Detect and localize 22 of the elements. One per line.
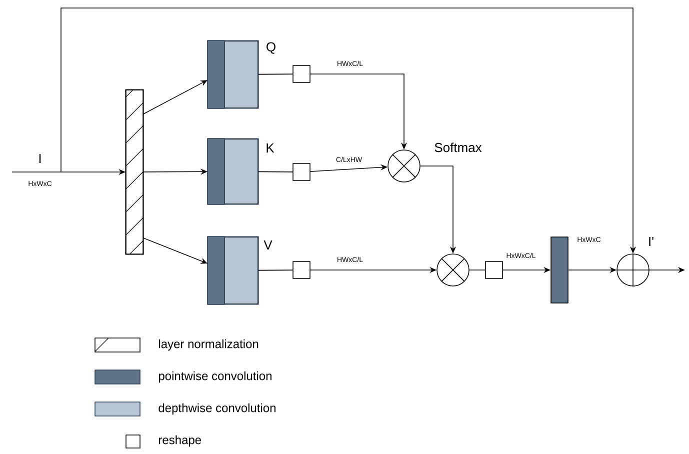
block-label: V bbox=[264, 240, 272, 250]
signal-label: I bbox=[39, 154, 41, 163]
conv-block bbox=[207, 138, 259, 205]
legend-label: depthwise convolution bbox=[158, 403, 276, 415]
legend-label: layer normalization bbox=[159, 339, 258, 351]
legend-label: reshape bbox=[159, 435, 202, 447]
node-label: I' bbox=[649, 237, 654, 246]
reshape-box bbox=[292, 65, 310, 83]
multiply-symbol bbox=[436, 254, 470, 286]
block-label: Q bbox=[266, 42, 276, 54]
layer-norm-bar bbox=[125, 89, 144, 255]
reshape-box bbox=[485, 261, 503, 279]
reshape-box bbox=[292, 261, 310, 279]
legend-label: pointwise convolution bbox=[158, 371, 272, 383]
add-symbol bbox=[616, 253, 650, 287]
multiply-symbol bbox=[388, 150, 420, 182]
pointwise-conv-bar bbox=[550, 236, 568, 304]
block-label: K bbox=[266, 144, 274, 152]
node-label: Softmax bbox=[434, 142, 482, 152]
reshape-box bbox=[292, 163, 310, 181]
conv-block bbox=[207, 40, 259, 109]
conv-block bbox=[207, 236, 259, 305]
